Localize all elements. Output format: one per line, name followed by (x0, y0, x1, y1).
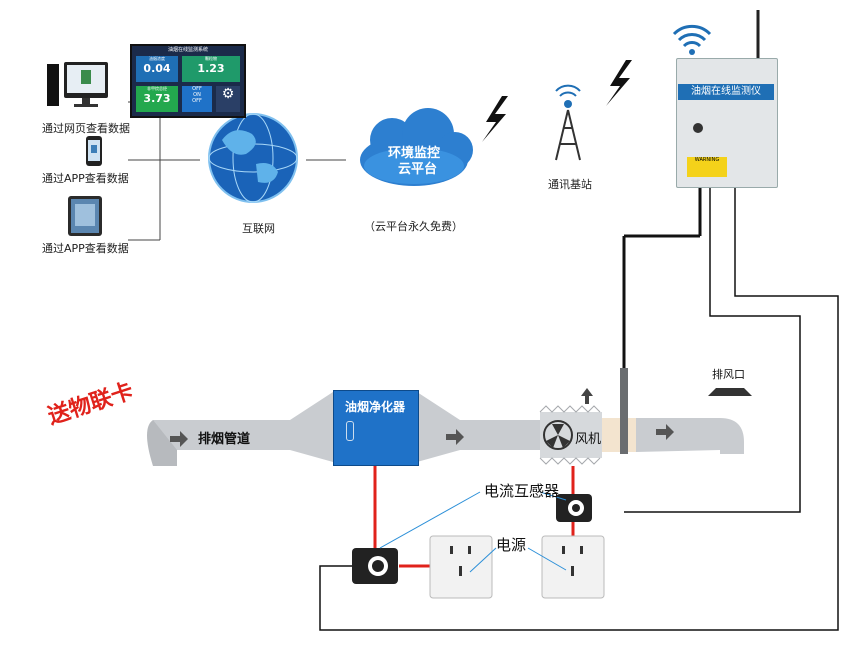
current-transformer-label: 电流互感器 (484, 482, 560, 500)
current-transformer-1 (352, 548, 398, 584)
power-socket-2 (541, 535, 605, 599)
power-label: 电源 (496, 536, 527, 554)
desktop-monitor-icon (47, 62, 108, 107)
fan-label: 风机 (575, 432, 602, 447)
internet-globe-icon (208, 113, 298, 203)
current-transformer-2 (556, 494, 592, 522)
sensor-probe (620, 368, 628, 454)
cloud-note: （云平台永久免费） (364, 220, 463, 233)
purifier-handle (346, 421, 354, 441)
wifi-icon (672, 24, 712, 55)
device-knob (693, 123, 703, 133)
oil-fume-purifier (333, 390, 419, 466)
cloud-title: 环境监控 (388, 146, 441, 161)
device-label: 油烟在线监测仪 (678, 84, 774, 100)
flow-arrow-up (581, 388, 593, 404)
signal-bolt-icon-2 (606, 60, 632, 106)
purifier-label: 油烟净化器 (344, 400, 405, 414)
signal-bolt-icon (482, 96, 508, 142)
power-socket-1 (429, 535, 493, 599)
internet-label: 互联网 (242, 222, 275, 235)
flow-arrow-3 (656, 424, 674, 440)
warning-sticker: WARNING (687, 157, 727, 177)
tower-label: 通讯基站 (548, 178, 592, 191)
outlet-label: 排风口 (712, 368, 745, 381)
gear-icon: ⚙ (216, 86, 240, 112)
cloud-icon (360, 108, 473, 186)
flow-arrow-2 (446, 429, 464, 445)
phone-icon (86, 136, 102, 166)
monitor-device: WARNING (676, 58, 778, 188)
pipe-label: 排烟管道 (198, 432, 251, 447)
cloud-subtitle: 云平台 (398, 162, 438, 177)
web-view-label: 通过网页查看数据 (42, 122, 130, 135)
screen-title: 油烟在线监测系统 (167, 47, 208, 53)
exhaust-duct (147, 388, 752, 466)
app-view-label-2: 通过APP查看数据 (42, 242, 129, 255)
app-view-label-1: 通过APP查看数据 (42, 172, 129, 185)
fan-icon (543, 420, 573, 450)
flow-arrow (170, 431, 188, 447)
tablet-icon (68, 196, 102, 236)
cell-tower-icon (555, 84, 581, 161)
